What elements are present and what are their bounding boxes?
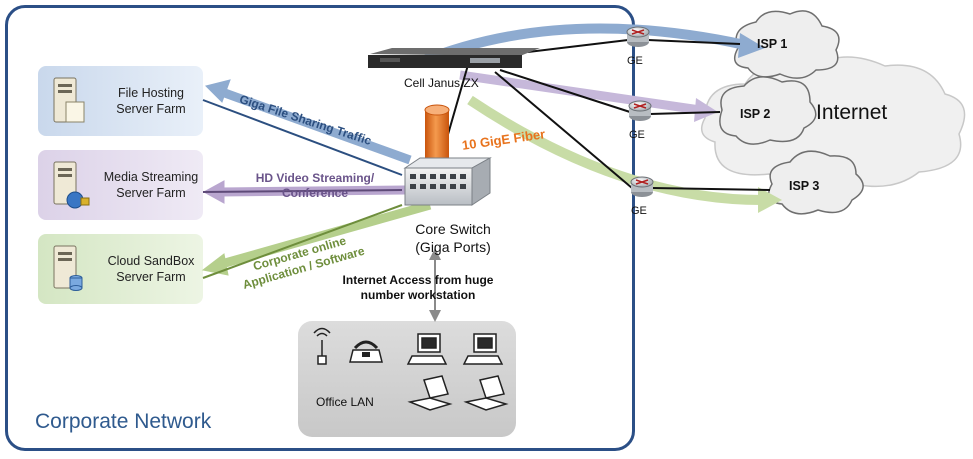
device-label: Cell Janus ZX: [404, 76, 479, 90]
core-switch-icon: [403, 157, 492, 206]
sandbox-link: [202, 204, 403, 279]
isp-1-cloud: [733, 10, 840, 79]
isp-1-link-label: GE: [627, 55, 643, 67]
video-streaming-label: HD Video Streaming/ Conference: [240, 171, 390, 201]
core-switch-label-1: Core Switch: [415, 221, 491, 237]
desktop-computer-icon-1: [406, 333, 448, 365]
isp-3-link-label: GE: [631, 205, 647, 217]
isp-2-cloud: [719, 76, 817, 145]
isp-1-label: ISP 1: [757, 37, 788, 51]
sandbox-server-icon: [53, 245, 83, 291]
file-server-icon: [53, 77, 85, 123]
media-server-icon: [53, 161, 90, 209]
corporate-network-label: Corporate Network: [35, 410, 212, 433]
internet-label: Internet: [816, 101, 888, 124]
media-streaming-label-2: Server Farm: [116, 186, 186, 200]
video-streaming-label-1: HD Video Streaming/: [255, 171, 375, 185]
isp-3-label: ISP 3: [789, 179, 820, 193]
file-hosting-label-2: Server Farm: [116, 102, 186, 116]
internet-access-label-1: Internet Access from huge: [342, 273, 494, 287]
isp-3-cloud: [767, 150, 864, 215]
cloud-sandbox-panel: Cloud SandBox Server Farm: [38, 234, 203, 304]
cell-janus-appliance-icon: [368, 48, 540, 68]
cloud-sandbox-label-1: Cloud SandBox: [107, 254, 195, 268]
file-sharing-arrow: [205, 79, 412, 165]
internet-access-arrow: [429, 248, 441, 322]
media-streaming-panel: Media Streaming Server Farm: [38, 150, 203, 220]
internet-access-label: Internet Access from huge number worksta…: [328, 273, 508, 303]
internet-access-label-2: number workstation: [360, 288, 476, 302]
media-link: [202, 189, 403, 193]
isp-2-label: ISP 2: [740, 107, 771, 121]
router-1-icon: [626, 26, 650, 47]
cloud-sandbox-label-2: Server Farm: [116, 270, 186, 284]
desktop-computer-icon-2: [462, 333, 504, 365]
router-3-icon: [630, 176, 654, 197]
core-switch-label-2: (Giga Ports): [415, 239, 491, 255]
office-lan-label: Office LAN: [316, 395, 374, 409]
laptop-icon-1: [407, 375, 453, 411]
file-hosting-label-1: File Hosting: [118, 86, 184, 100]
wireless-antenna-icon: [313, 327, 331, 365]
laptop-icon-2: [463, 375, 509, 411]
router-2-icon: [628, 100, 652, 121]
isp-2-traffic-arrow: [459, 70, 701, 115]
file-hosting-link: [202, 99, 403, 176]
video-streaming-label-2: Conference: [281, 186, 349, 200]
phone-icon: [349, 340, 383, 363]
core-switch-label: Core Switch (Giga Ports): [403, 220, 503, 256]
media-streaming-label-1: Media Streaming: [103, 170, 199, 184]
file-hosting-panel: File Hosting Server Farm: [38, 66, 203, 136]
isp-2-link-label: GE: [629, 129, 645, 141]
